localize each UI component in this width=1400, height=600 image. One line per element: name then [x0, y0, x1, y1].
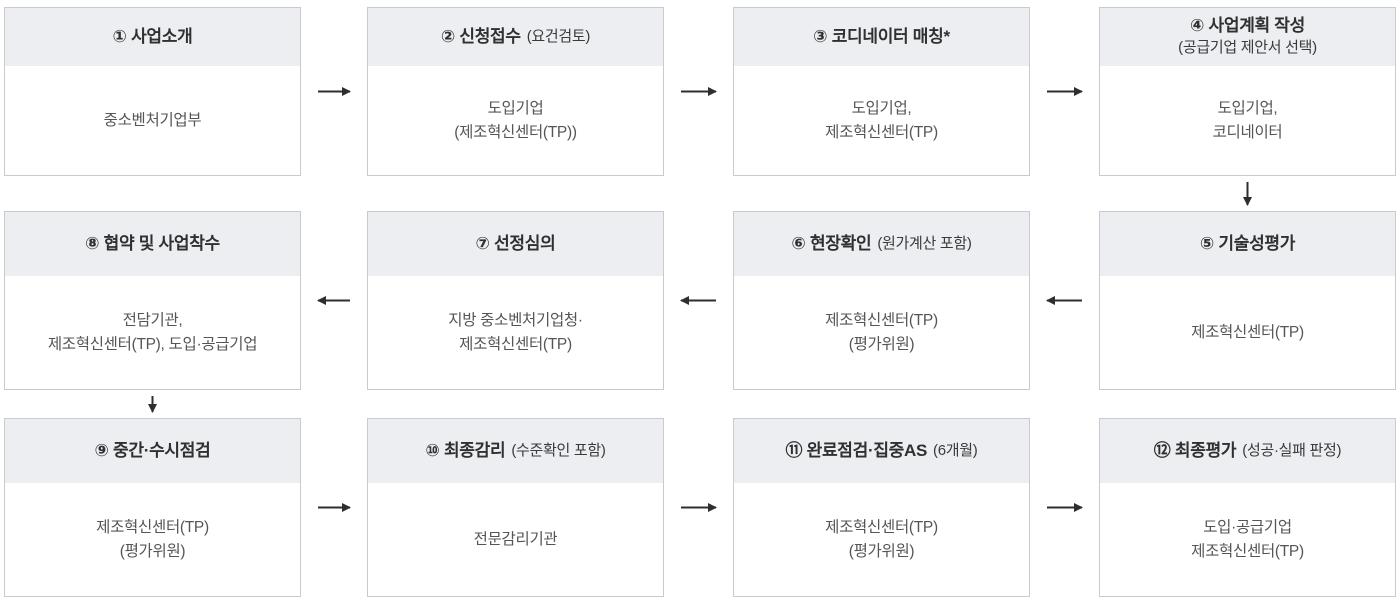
step-title: ② 신청접수 — [440, 26, 521, 46]
step-header: ⑦ 선정심의 — [368, 212, 663, 276]
step-actor-line: 제조혁신센터(TP) — [825, 123, 938, 141]
flow-box-3: ③ 코디네이터 매칭* 도입기업, 제조혁신센터(TP) — [733, 7, 1030, 176]
step-header: ⑩ 최종감리 (수준확인 포함) — [368, 419, 663, 483]
step-header: ⑨ 중간·수시점검 — [5, 419, 300, 483]
step-actor-line: 제조혁신센터(TP) — [1191, 542, 1304, 560]
step-actor-line: (평가위원) — [848, 542, 915, 560]
flow-box-6: ⑥ 현장확인 (원가계산 포함) 제조혁신센터(TP) (평가위원) — [733, 211, 1030, 390]
step-header: ⑧ 협약 및 사업착수 — [5, 212, 300, 276]
step-title-note: (원가계산 포함) — [877, 234, 972, 252]
step-actors: 제조혁신센터(TP) (평가위원) — [5, 483, 300, 596]
step-actor-line: 제조혁신센터(TP) — [1191, 323, 1304, 341]
step-actor-line: 코디네이터 — [1212, 123, 1283, 141]
step-actors: 도입기업, 제조혁신센터(TP) — [734, 66, 1029, 175]
flow-box-2: ② 신청접수 (요건검토) 도입기업 (제조혁신센터(TP)) — [367, 7, 664, 176]
step-title: ⑧ 협약 및 사업착수 — [85, 233, 220, 253]
step-actors: 제조혁신센터(TP) — [1100, 276, 1395, 389]
step-title-note: (공급기업 제안서 선택) — [1178, 39, 1317, 57]
step-actor-line: 도입기업, — [851, 99, 912, 117]
step-title-note: (6개월) — [933, 441, 978, 459]
step-header: ② 신청접수 (요건검토) — [368, 8, 663, 66]
step-title-note: (요건검토) — [526, 27, 591, 45]
flow-box-4: ④ 사업계획 작성 (공급기업 제안서 선택) 도입기업, 코디네이터 — [1099, 7, 1396, 176]
step-header: ④ 사업계획 작성 (공급기업 제안서 선택) — [1100, 8, 1395, 66]
step-actors: 중소벤처기업부 — [5, 66, 300, 175]
step-actors: 제조혁신센터(TP) (평가위원) — [734, 483, 1029, 596]
step-title: ⑨ 중간·수시점검 — [94, 440, 211, 460]
flow-box-10: ⑩ 최종감리 (수준확인 포함) 전문감리기관 — [367, 418, 664, 597]
step-actors: 지방 중소벤처기업청· 제조혁신센터(TP) — [368, 276, 663, 389]
step-actor-line: (제조혁신센터(TP)) — [454, 123, 577, 141]
step-title: ⑩ 최종감리 — [425, 440, 506, 460]
step-actor-line: 도입·공급기업 — [1203, 518, 1292, 536]
step-actor-line: 지방 중소벤처기업청· — [448, 311, 583, 329]
step-title: ⑫ 최종평가 — [1153, 440, 1237, 460]
step-actors: 전담기관, 제조혁신센터(TP), 도입·공급기업 — [5, 276, 300, 389]
step-header: ③ 코디네이터 매칭* — [734, 8, 1029, 66]
step-actors: 도입기업, 코디네이터 — [1100, 66, 1395, 175]
step-actor-line: 제조혁신센터(TP) — [459, 335, 572, 353]
step-title-note: (수준확인 포함) — [511, 441, 606, 459]
step-title: ③ 코디네이터 매칭* — [813, 26, 950, 46]
step-title: ④ 사업계획 작성 — [1190, 16, 1305, 36]
step-header: ⑤ 기술성평가 — [1100, 212, 1395, 276]
flow-box-11: ⑪ 완료점검·집중AS (6개월) 제조혁신센터(TP) (평가위원) — [733, 418, 1030, 597]
step-actor-line: 제조혁신센터(TP), 도입·공급기업 — [47, 335, 258, 353]
step-header: ⑫ 최종평가 (성공·실패 판정) — [1100, 419, 1395, 483]
step-header: ⑥ 현장확인 (원가계산 포함) — [734, 212, 1029, 276]
step-actor-line: 중소벤처기업부 — [103, 111, 202, 129]
step-actor-line: (평가위원) — [848, 335, 915, 353]
step-actors: 도입기업 (제조혁신센터(TP)) — [368, 66, 663, 175]
step-actor-line: 도입기업, — [1217, 99, 1278, 117]
step-title: ⑪ 완료점검·집중AS — [785, 440, 928, 460]
step-title: ⑤ 기술성평가 — [1199, 233, 1296, 253]
step-title: ⑦ 선정심의 — [475, 233, 556, 253]
step-actor-line: 전문감리기관 — [473, 530, 558, 548]
step-actors: 제조혁신센터(TP) (평가위원) — [734, 276, 1029, 389]
step-actor-line: 전담기관, — [122, 311, 183, 329]
step-actor-line: 도입기업 — [487, 99, 544, 117]
step-title: ① 사업소개 — [112, 26, 193, 46]
step-actor-line: 제조혁신센터(TP) — [825, 311, 938, 329]
step-header: ⑪ 완료점검·집중AS (6개월) — [734, 419, 1029, 483]
step-title-note: (성공·실패 판정) — [1242, 441, 1342, 459]
step-actor-line: (평가위원) — [119, 542, 186, 560]
step-title: ⑥ 현장확인 — [791, 233, 872, 253]
step-actors: 전문감리기관 — [368, 483, 663, 596]
step-header: ① 사업소개 — [5, 8, 300, 66]
step-actor-line: 제조혁신센터(TP) — [825, 518, 938, 536]
step-actor-line: 제조혁신센터(TP) — [96, 518, 209, 536]
